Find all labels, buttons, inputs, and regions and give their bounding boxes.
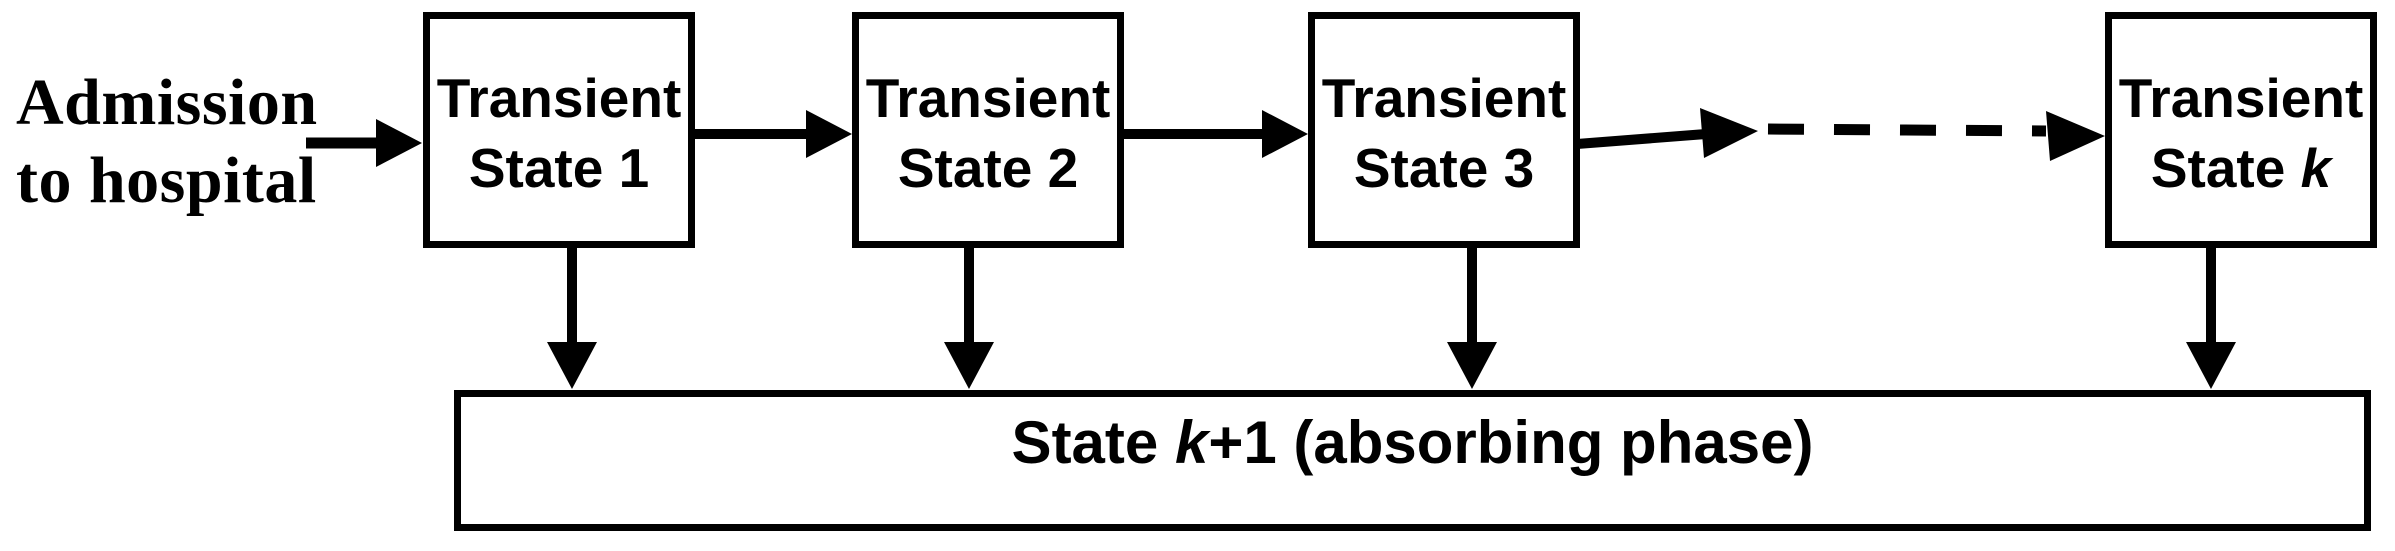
admission-label: Admission to hospital	[16, 64, 318, 220]
down-arrow-statek-to-absorbing-icon	[2186, 242, 2236, 389]
right-arrow-state1-to-state2-icon	[692, 110, 852, 158]
admission-label-line2: to hospital	[16, 144, 317, 217]
down-arrow-state2-to-absorbing-icon	[944, 242, 994, 389]
down-arrow-state1-to-absorbing-icon	[547, 242, 597, 389]
right-arrow-admission-to-state1-icon	[306, 119, 422, 167]
admission-label-line1: Admission	[16, 66, 318, 139]
absorbing-state-label: State k+1 (absorbing phase)	[1011, 409, 1814, 476]
dashed-right-arrow-state3-to-statek-icon	[1576, 108, 2105, 161]
absorbing-state-bar: State k+1 (absorbing phase)	[454, 390, 2371, 531]
right-arrow-state2-to-state3-icon	[1121, 110, 1308, 158]
down-arrow-state3-to-absorbing-icon	[1447, 242, 1497, 389]
